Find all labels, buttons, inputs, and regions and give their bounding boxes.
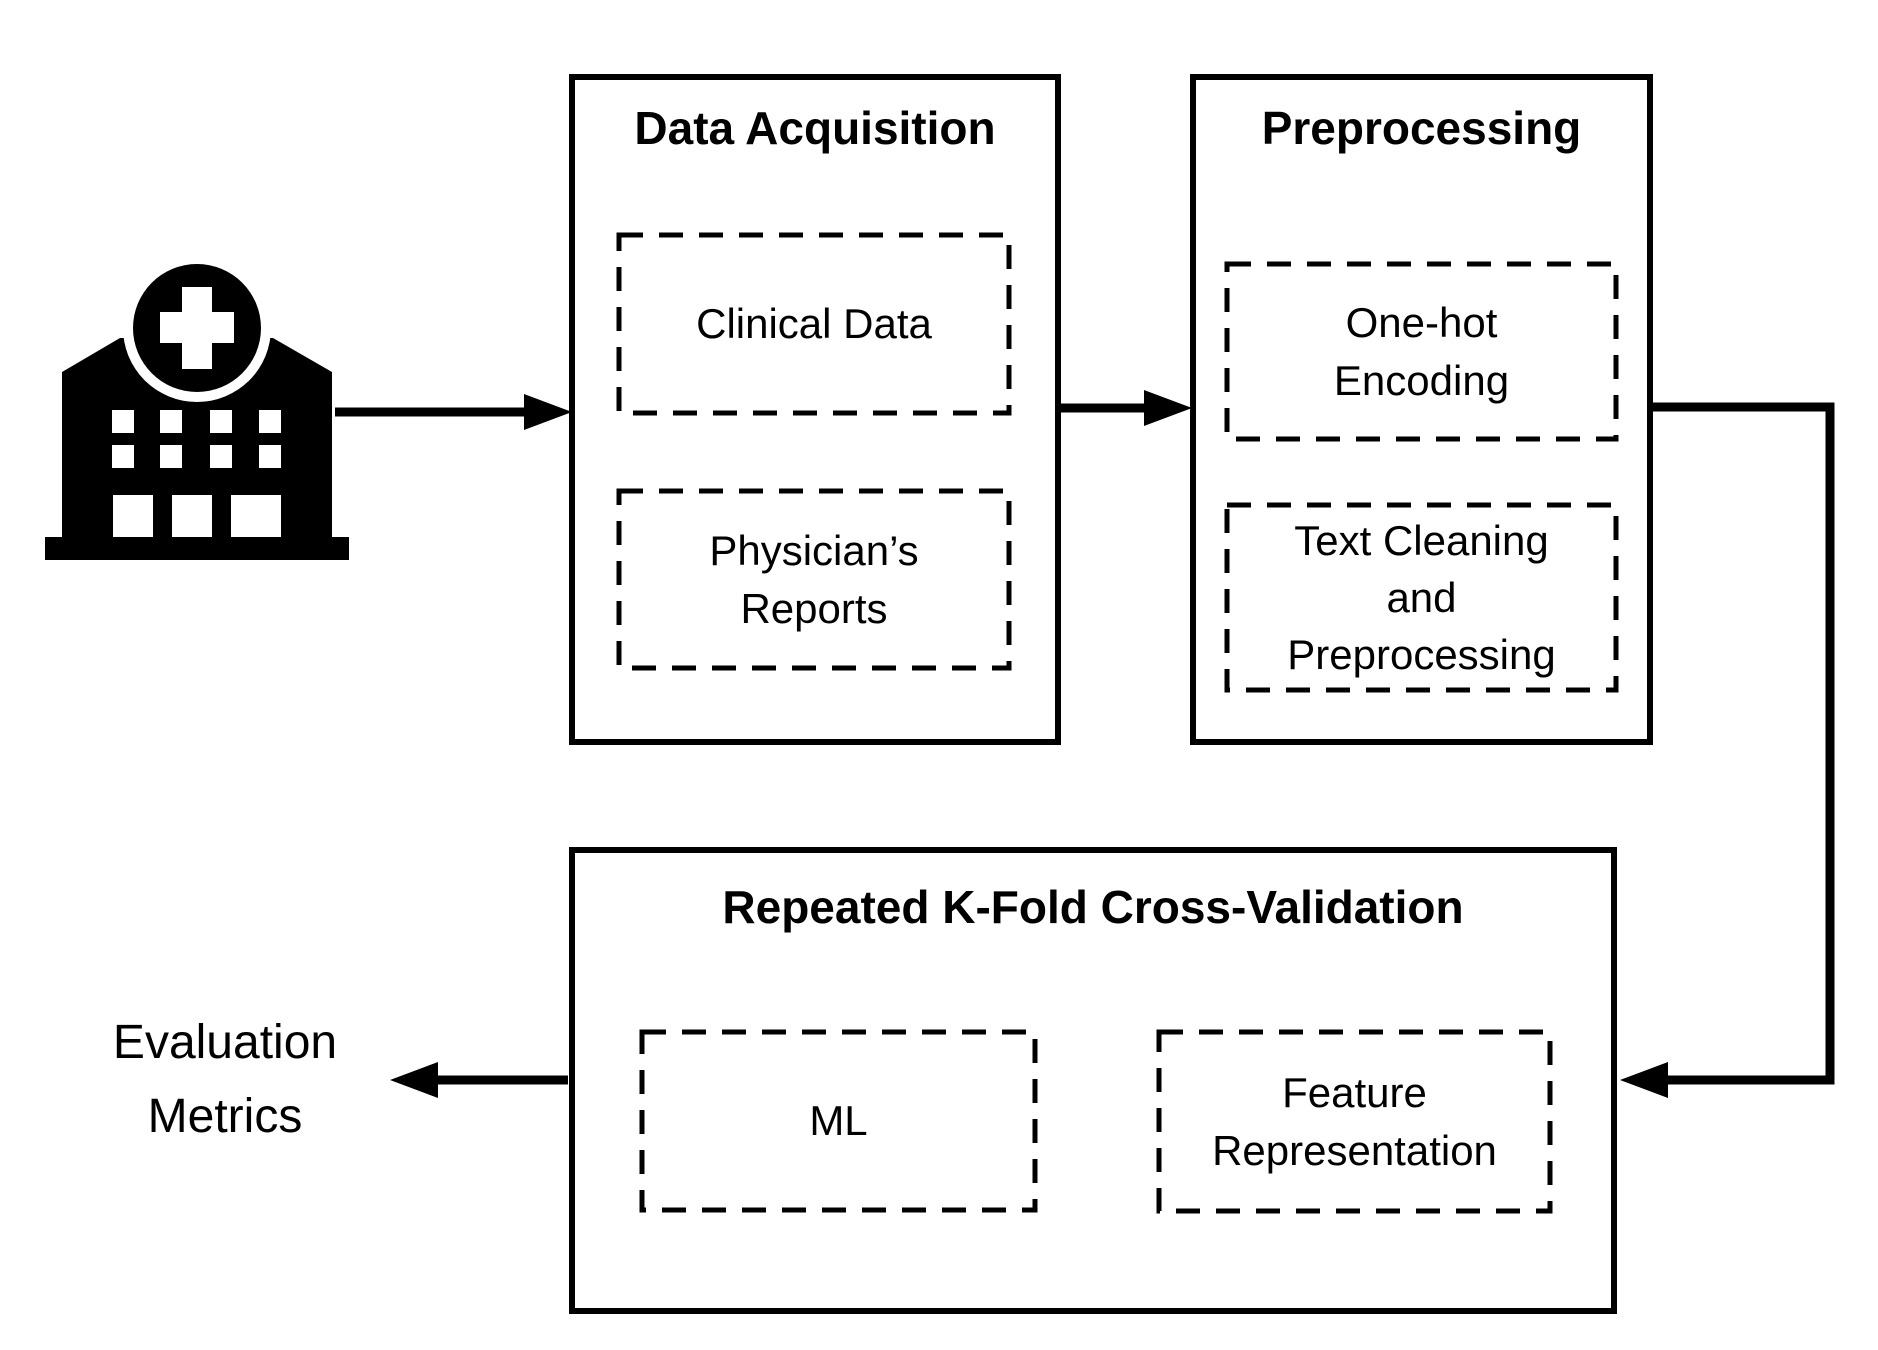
ml-box-outline	[639, 1029, 1038, 1213]
connector-preprocessing-to-cross-validation	[1620, 402, 1835, 1098]
preprocessing-box-outline	[1190, 74, 1653, 745]
hospital-windows	[112, 410, 281, 537]
arrow-hospital-to-data-acquisition	[335, 394, 572, 430]
data-acquisition-title: Data Acquisition	[634, 101, 996, 154]
one-hot-encoding-box-outline	[1224, 261, 1619, 442]
feature-representation-box-outline	[1156, 1029, 1553, 1214]
text-cleaning-step: Text Cleaning and Preprocessing	[1287, 516, 1556, 679]
arrow-cross-validation-to-evaluation	[390, 1062, 568, 1098]
preprocessing-title: Preprocessing	[1261, 101, 1582, 154]
hospital-icon	[45, 254, 349, 560]
medical-cross-icon	[160, 287, 234, 369]
feature-representation-step: Feature Representation	[1212, 1069, 1497, 1174]
physicians-reports-box-outline	[616, 488, 1012, 671]
text-cleaning-box-outline	[1224, 502, 1619, 693]
clinical-data-box-outline	[616, 232, 1012, 416]
cross-validation-title: Repeated K-Fold Cross-Validation	[722, 880, 1464, 933]
evaluation-metrics-label: Evaluation Metrics	[112, 1015, 338, 1143]
clinical-data-step: Clinical Data	[696, 300, 932, 348]
one-hot-encoding-step: One-hot Encoding	[1333, 299, 1510, 404]
cross-validation-box-outline	[569, 847, 1617, 1314]
arrow-data-acquisition-to-preprocessing	[1061, 390, 1192, 426]
ml-step: ML	[809, 1097, 868, 1145]
data-acquisition-box-outline	[569, 74, 1061, 745]
physicians-reports-step: Physician’s Reports	[709, 527, 919, 632]
